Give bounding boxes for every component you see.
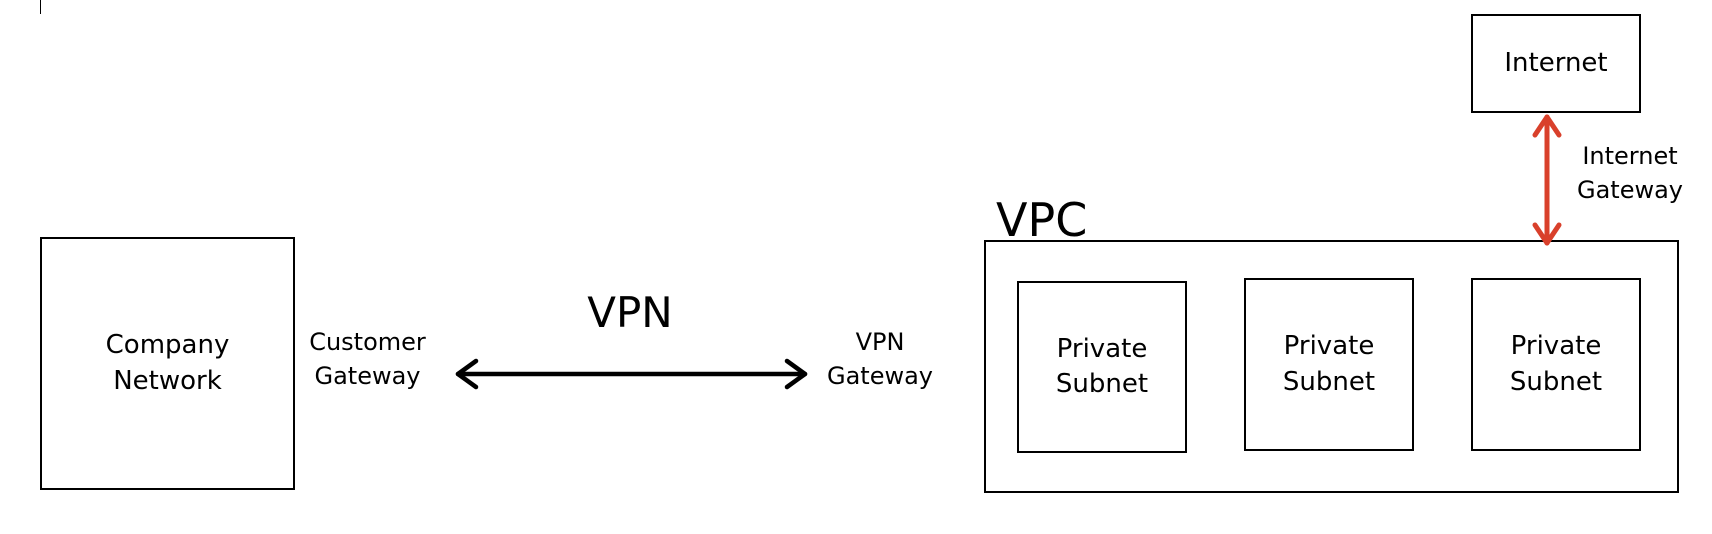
- vpn-gateway-label: VPN Gateway: [826, 328, 934, 390]
- vpn-connection-arrow: [455, 358, 808, 390]
- text-cursor: [40, 0, 41, 14]
- vpn-label: VPN: [587, 288, 673, 337]
- internet-gateway-arrow: [1532, 114, 1562, 246]
- private-subnet-2: Private Subnet: [1244, 278, 1414, 451]
- vpc-label: VPC: [996, 193, 1088, 247]
- customer-gateway-label: Customer Gateway: [309, 328, 426, 390]
- internet-box: Internet: [1471, 14, 1641, 113]
- private-subnet-3: Private Subnet: [1471, 278, 1641, 451]
- private-subnet-1: Private Subnet: [1017, 281, 1187, 453]
- company-network-box: Company Network: [40, 237, 295, 490]
- internet-gateway-label: Internet Gateway: [1576, 142, 1684, 204]
